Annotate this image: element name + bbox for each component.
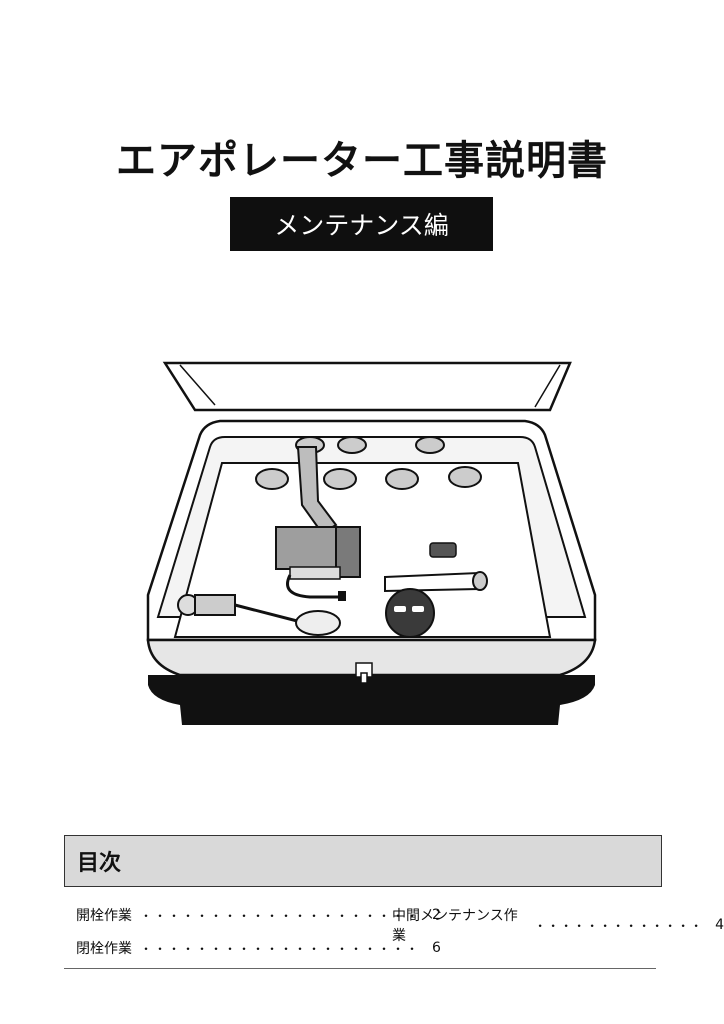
equipment-box-illustration [146,361,597,725]
toc-header-label: 目次 [77,851,122,876]
toc-leader-dots: ・・・・・・・・・・・・・ [534,918,704,933]
toc-page-number: 6 [432,940,441,956]
toc-entry-label: 中間メンテナンス作業 [392,908,518,944]
toc-entry-chukan[interactable]: 中間メンテナンス作業 ・・・・・・・・・・・・・ 4 [392,905,724,945]
toc-entry-label: 閉栓作業 [76,941,132,957]
subtitle-banner: メンテナンス編 [230,197,493,251]
toc-header: 目次 [64,835,662,887]
toc-entry-heisen[interactable]: 閉栓作業 ・・・・・・・・・・・・・・・・・・・・ 6 [76,938,441,958]
toc-entry-kaisen[interactable]: 開栓作業 ・・・・・・・・・・・・・・・・・・・・ 2 [76,905,441,925]
toc-leader-dots: ・・・・・・・・・・・・・・・・・・・・ [140,941,421,956]
page-title: エアポレーター工事説明書 [116,138,608,184]
toc-page-number: 2 [432,907,441,923]
toc-divider [64,968,656,969]
toc-leader-dots: ・・・・・・・・・・・・・・・・・・・・ [140,908,421,923]
subtitle-text: メンテナンス編 [274,211,449,240]
toc-entry-label: 開栓作業 [76,908,132,924]
toc-page-number: 4 [715,917,724,933]
